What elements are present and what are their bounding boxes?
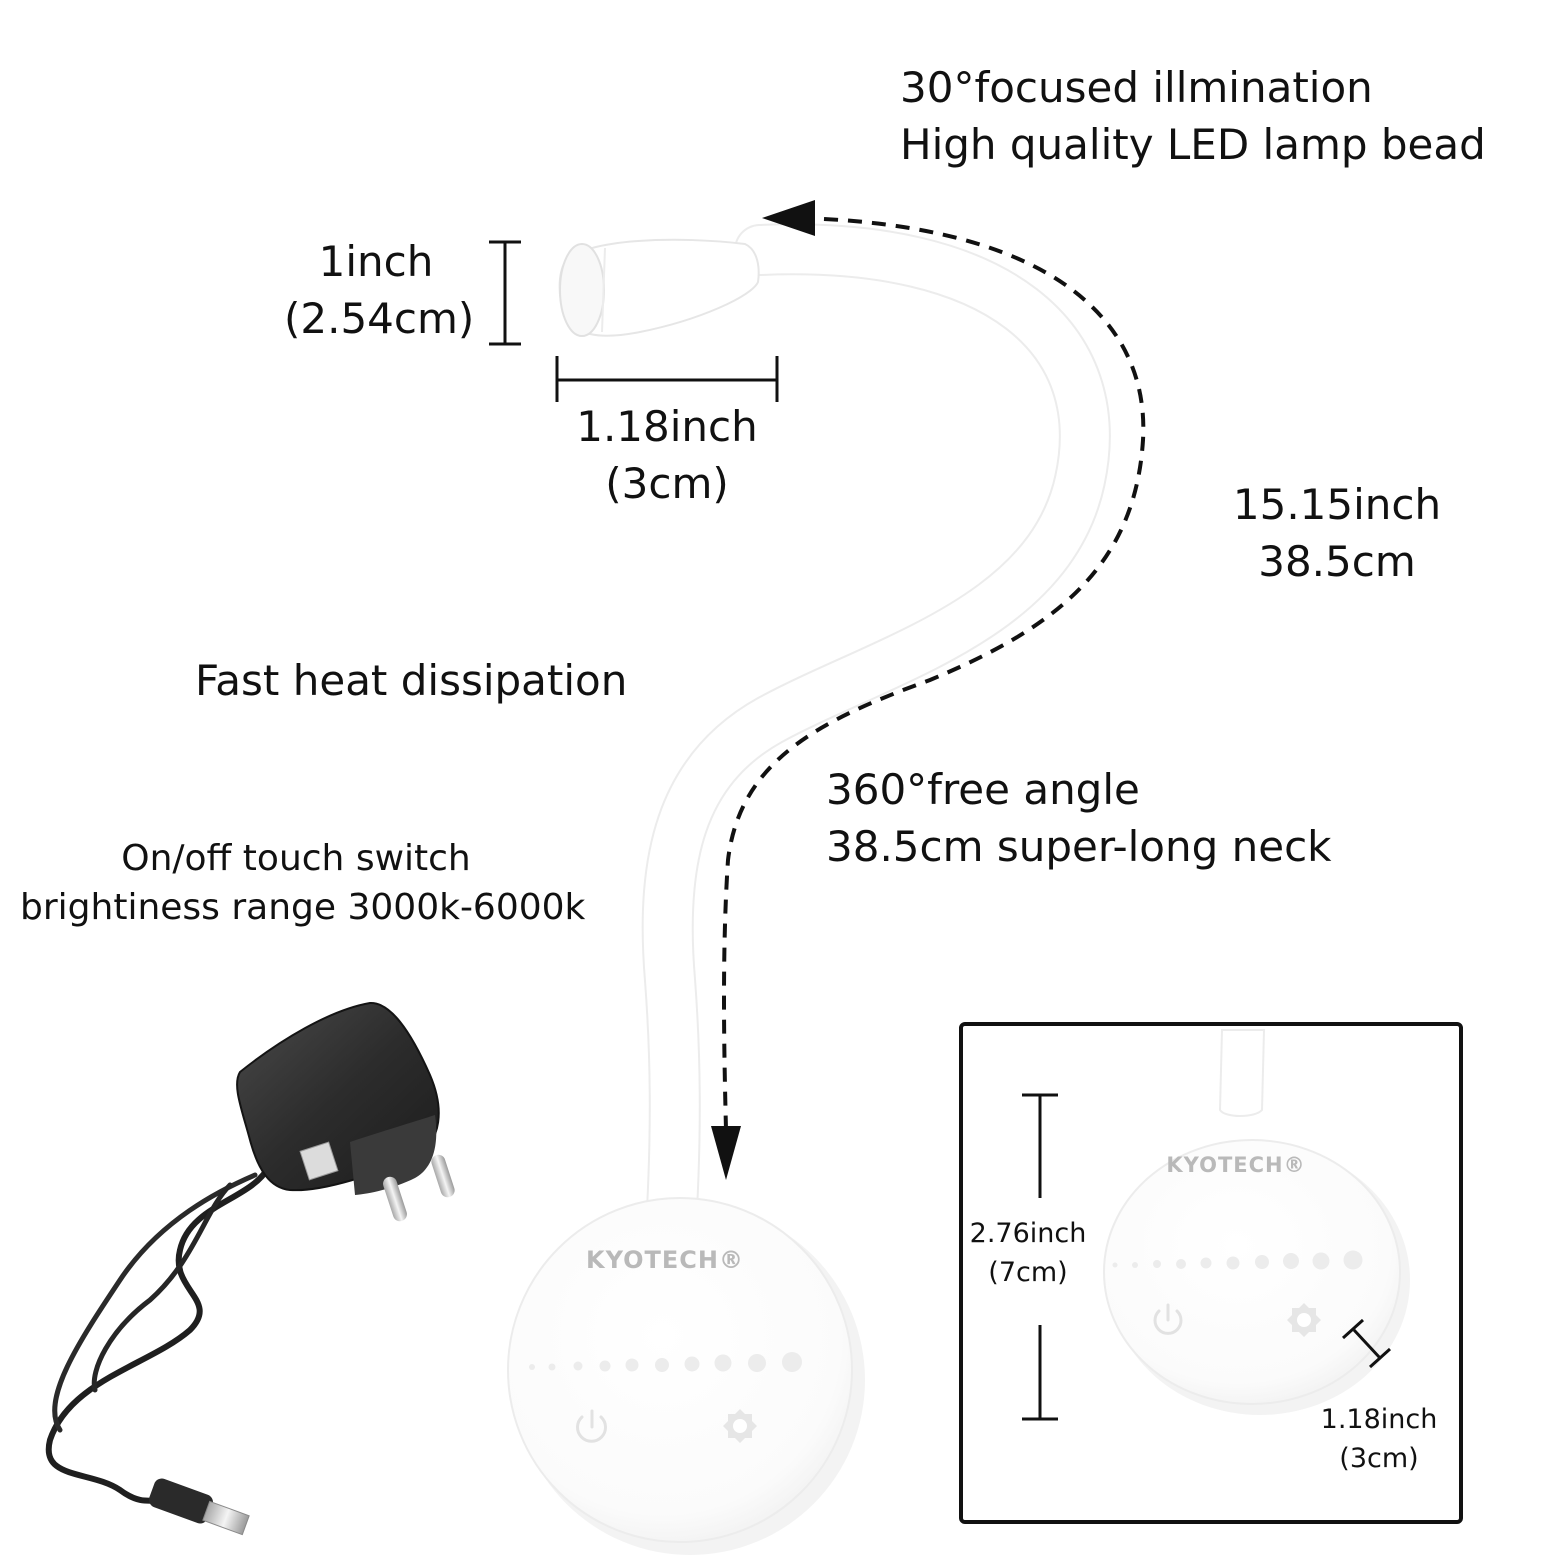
dimension-base-height — [1022, 1093, 1058, 1421]
arrowhead-top — [762, 200, 815, 236]
inset-power-icon — [1153, 1303, 1183, 1335]
neck-length-arrow — [711, 200, 1146, 1180]
inset-detail-box: KYOTECH® — [959, 1022, 1463, 1524]
inset-base-height-label: 2.76inch (7cm) — [966, 1214, 1090, 1292]
lamp-head — [558, 238, 760, 337]
dimension-base-depth — [1341, 1318, 1392, 1369]
heat-dissipation-label: Fast heat dissipation — [195, 656, 628, 705]
power-icon — [576, 1409, 607, 1443]
inset-brightness-icon — [1287, 1303, 1321, 1337]
neck-features-line1: 360°free angle — [826, 765, 1140, 814]
switch-features-line1: On/off touch switch — [121, 838, 471, 879]
head-height-label: 1inch (2.54cm) — [284, 234, 475, 347]
brightness-icon — [723, 1409, 757, 1443]
inset-brand-logo: KYOTECH® — [1166, 1153, 1305, 1177]
head-width-label: 1.18inch (3cm) — [567, 399, 767, 512]
dimension-head-height — [489, 240, 521, 346]
inset-base-depth-label: 1.18inch (3cm) — [1316, 1400, 1442, 1478]
neck-length-cm: 38.5cm — [1258, 536, 1416, 586]
neck-length-label: 15.15inch 38.5cm — [1228, 477, 1446, 590]
head-width-cm: (3cm) — [605, 458, 729, 508]
arrowhead-bottom — [711, 1126, 741, 1180]
inset-base-depth-inch: 1.18inch — [1320, 1404, 1438, 1435]
head-features-line1: 30°focused illmination — [900, 63, 1373, 112]
inset-base-height-cm: (7cm) — [988, 1257, 1068, 1289]
head-features-label: 30°focused illmination High quality LED … — [900, 60, 1486, 173]
head-width-inch: 1.18inch — [576, 402, 758, 451]
inset-base-height-inch: 2.76inch — [969, 1218, 1087, 1249]
adapter-pins — [383, 1154, 455, 1222]
head-height-cm: (2.54cm) — [284, 293, 475, 343]
inset-indicator-dots — [1112, 1250, 1363, 1270]
adapter-cable — [45, 1165, 271, 1504]
switch-features-line2: brightiness range 3000k-6000k — [20, 886, 586, 928]
lamp-head-lens — [559, 243, 605, 337]
neck-features-label: 360°free angle 38.5cm super-long neck — [826, 762, 1331, 875]
head-height-inch: 1inch — [318, 237, 434, 286]
brand-logo: KYOTECH® — [586, 1246, 744, 1274]
inset-base-depth-cm: (3cm) — [1339, 1443, 1419, 1475]
adapter-label-plate — [299, 1141, 339, 1181]
dimension-head-width — [555, 356, 779, 402]
gooseneck-lamp: KYOTECH® — [507, 223, 1111, 1555]
dc-plug — [148, 1478, 250, 1536]
lamp-base: KYOTECH® — [507, 1197, 865, 1555]
neck-length-inch: 15.15inch — [1232, 480, 1442, 529]
brightness-indicator-dots — [529, 1352, 802, 1372]
power-adapter — [45, 1001, 455, 1536]
neck-features-line2: 38.5cm super-long neck — [826, 821, 1332, 871]
head-features-line2: High quality LED lamp bead — [900, 119, 1486, 169]
switch-features-label: On/off touch switch brightiness range 30… — [20, 835, 586, 932]
